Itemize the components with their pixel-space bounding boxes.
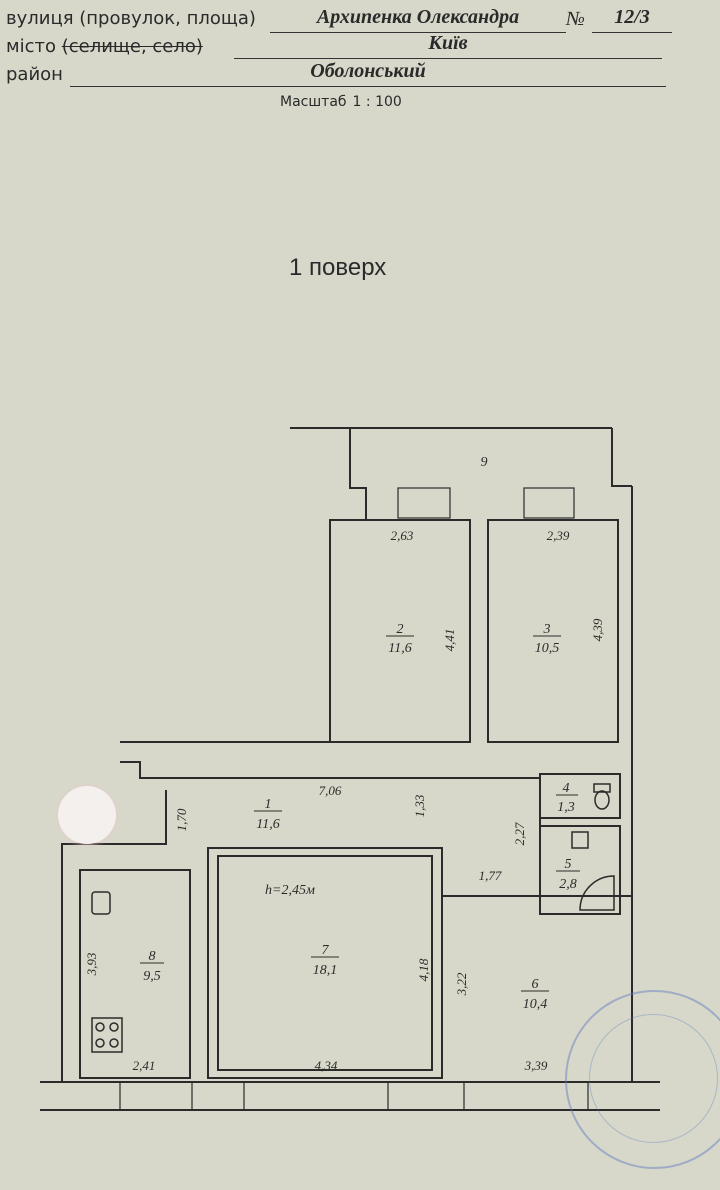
city-row: місто (селище, село) Київ bbox=[6, 32, 720, 64]
dim-1-77: 1,77 bbox=[479, 868, 502, 883]
city-label: місто (селище, село) bbox=[6, 36, 203, 57]
district-value: Оболонський bbox=[310, 60, 426, 82]
street-value: Архипенка Олександра bbox=[316, 6, 520, 28]
room-4-num: 4 bbox=[563, 781, 570, 796]
dim-4-39: 4,39 bbox=[590, 618, 605, 641]
number-line bbox=[592, 32, 672, 33]
room-3-walls bbox=[487, 519, 619, 743]
dim-2-39: 2,39 bbox=[547, 528, 570, 543]
district-line bbox=[70, 86, 666, 87]
dim-4-18: 4,18 bbox=[416, 958, 431, 981]
window-room-7 bbox=[243, 1081, 389, 1111]
room-4-area: 1,3 bbox=[557, 800, 575, 815]
ceiling-height: h=2,45м bbox=[265, 883, 315, 898]
dim-2-63: 2,63 bbox=[391, 528, 414, 543]
room-8-walls bbox=[79, 869, 191, 1079]
room-6-num: 6 bbox=[532, 977, 539, 992]
engineer-stamp bbox=[565, 990, 720, 1169]
room-7-inner bbox=[217, 855, 433, 1071]
wall-left bbox=[61, 790, 167, 1082]
shower-icon bbox=[579, 875, 615, 911]
floor-title: 1 поверх bbox=[289, 254, 387, 281]
room-9-num: 9 bbox=[481, 455, 488, 470]
wall-balcony-right bbox=[611, 428, 632, 487]
room-2-num: 2 bbox=[397, 622, 404, 637]
scale: Масштаб 1 : 100 bbox=[280, 94, 402, 110]
scale-value: 1 : 100 bbox=[352, 94, 402, 110]
room-2-area: 11,6 bbox=[388, 641, 411, 656]
street-line bbox=[270, 32, 566, 33]
room-8-num: 8 bbox=[149, 949, 156, 964]
room-2-walls bbox=[329, 519, 471, 743]
dim-3-93: 3,93 bbox=[84, 952, 99, 976]
district-row: район Оболонський bbox=[6, 60, 720, 92]
room-7-num: 7 bbox=[322, 943, 330, 958]
city-line bbox=[234, 58, 662, 59]
room-5-num: 5 bbox=[565, 857, 572, 872]
dim-3-22: 3,22 bbox=[454, 972, 469, 996]
fixtures bbox=[91, 783, 615, 1053]
window-room-3 bbox=[523, 487, 575, 519]
number-value: 12/3 bbox=[614, 6, 650, 28]
city-label-struck: (селище, село) bbox=[61, 36, 203, 57]
city-label-prefix: місто bbox=[6, 36, 56, 57]
window-room-8 bbox=[119, 1081, 193, 1111]
room-4-walls bbox=[539, 773, 621, 819]
scale-label: Масштаб bbox=[280, 94, 347, 110]
room-1-num: 1 bbox=[265, 797, 272, 812]
room-1-area: 11,6 bbox=[256, 817, 279, 832]
dim-2-41: 2,41 bbox=[133, 1058, 156, 1073]
dim-4-34: 4,34 bbox=[315, 1058, 338, 1073]
street-row: вулиця (провулок, площа) Архипенка Олекс… bbox=[6, 6, 720, 36]
washbasin-icon bbox=[571, 831, 589, 849]
room-3-num: 3 bbox=[543, 622, 551, 637]
toilet-icon bbox=[593, 783, 611, 810]
window-room-2 bbox=[397, 487, 451, 519]
dimension-labels: 2,63 4,41 2,39 4,39 7,06 1,33 1,70 2,27 … bbox=[84, 528, 605, 1073]
dim-2-27: 2,27 bbox=[512, 822, 527, 845]
number-label: № bbox=[566, 8, 585, 30]
city-value: Київ bbox=[428, 32, 468, 54]
stove-icon bbox=[91, 1017, 123, 1053]
dim-7-06: 7,06 bbox=[319, 783, 342, 798]
dim-1-33: 1,33 bbox=[412, 794, 427, 817]
sink-icon bbox=[91, 891, 111, 915]
district-label: район bbox=[6, 64, 63, 85]
redaction-mark bbox=[58, 786, 116, 844]
street-label: вулиця (провулок, площа) bbox=[6, 8, 256, 29]
room-labels: 9 2 11,6 3 10,5 1 11,6 4 1,3 5 2,8 6 10,… bbox=[140, 455, 580, 1012]
room-3-area: 10,5 bbox=[535, 641, 560, 656]
room-7-walls bbox=[207, 847, 443, 1079]
room-6-area: 10,4 bbox=[523, 997, 548, 1012]
dim-4-41: 4,41 bbox=[442, 629, 457, 652]
room-7-area: 18,1 bbox=[313, 963, 338, 978]
dim-1-70: 1,70 bbox=[174, 808, 189, 831]
room-8-area: 9,5 bbox=[143, 969, 161, 984]
dim-3-39: 3,39 bbox=[524, 1058, 548, 1073]
room-5-area: 2,8 bbox=[559, 877, 577, 892]
room-5-walls bbox=[539, 825, 621, 915]
